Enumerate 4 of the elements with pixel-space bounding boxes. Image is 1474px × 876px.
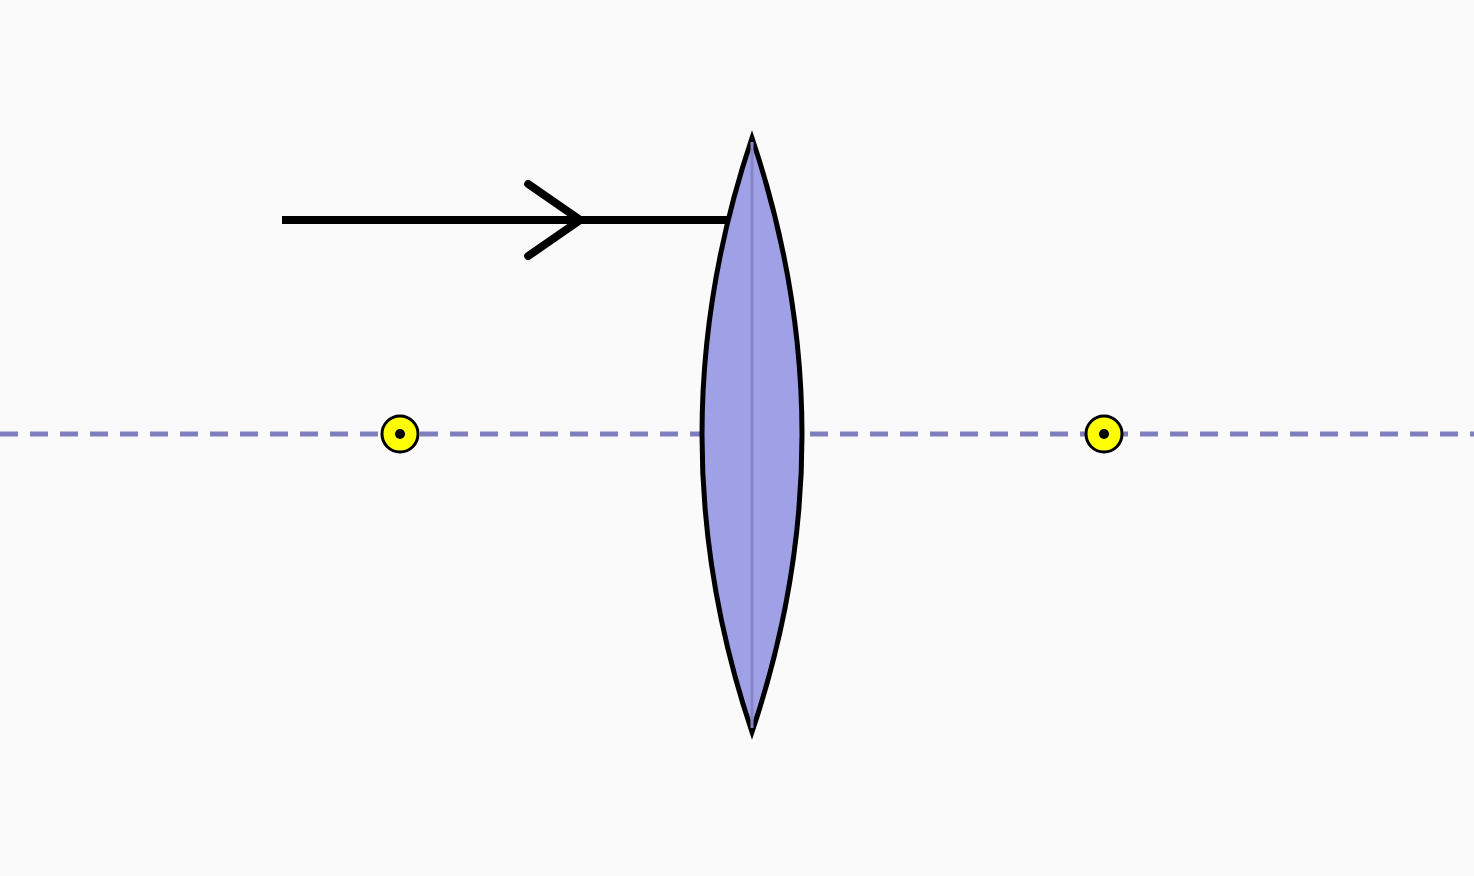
- focal-point: [380, 414, 420, 454]
- focal-point: [1084, 414, 1124, 454]
- light-ray: [282, 180, 729, 260]
- convex-lens: [700, 136, 804, 734]
